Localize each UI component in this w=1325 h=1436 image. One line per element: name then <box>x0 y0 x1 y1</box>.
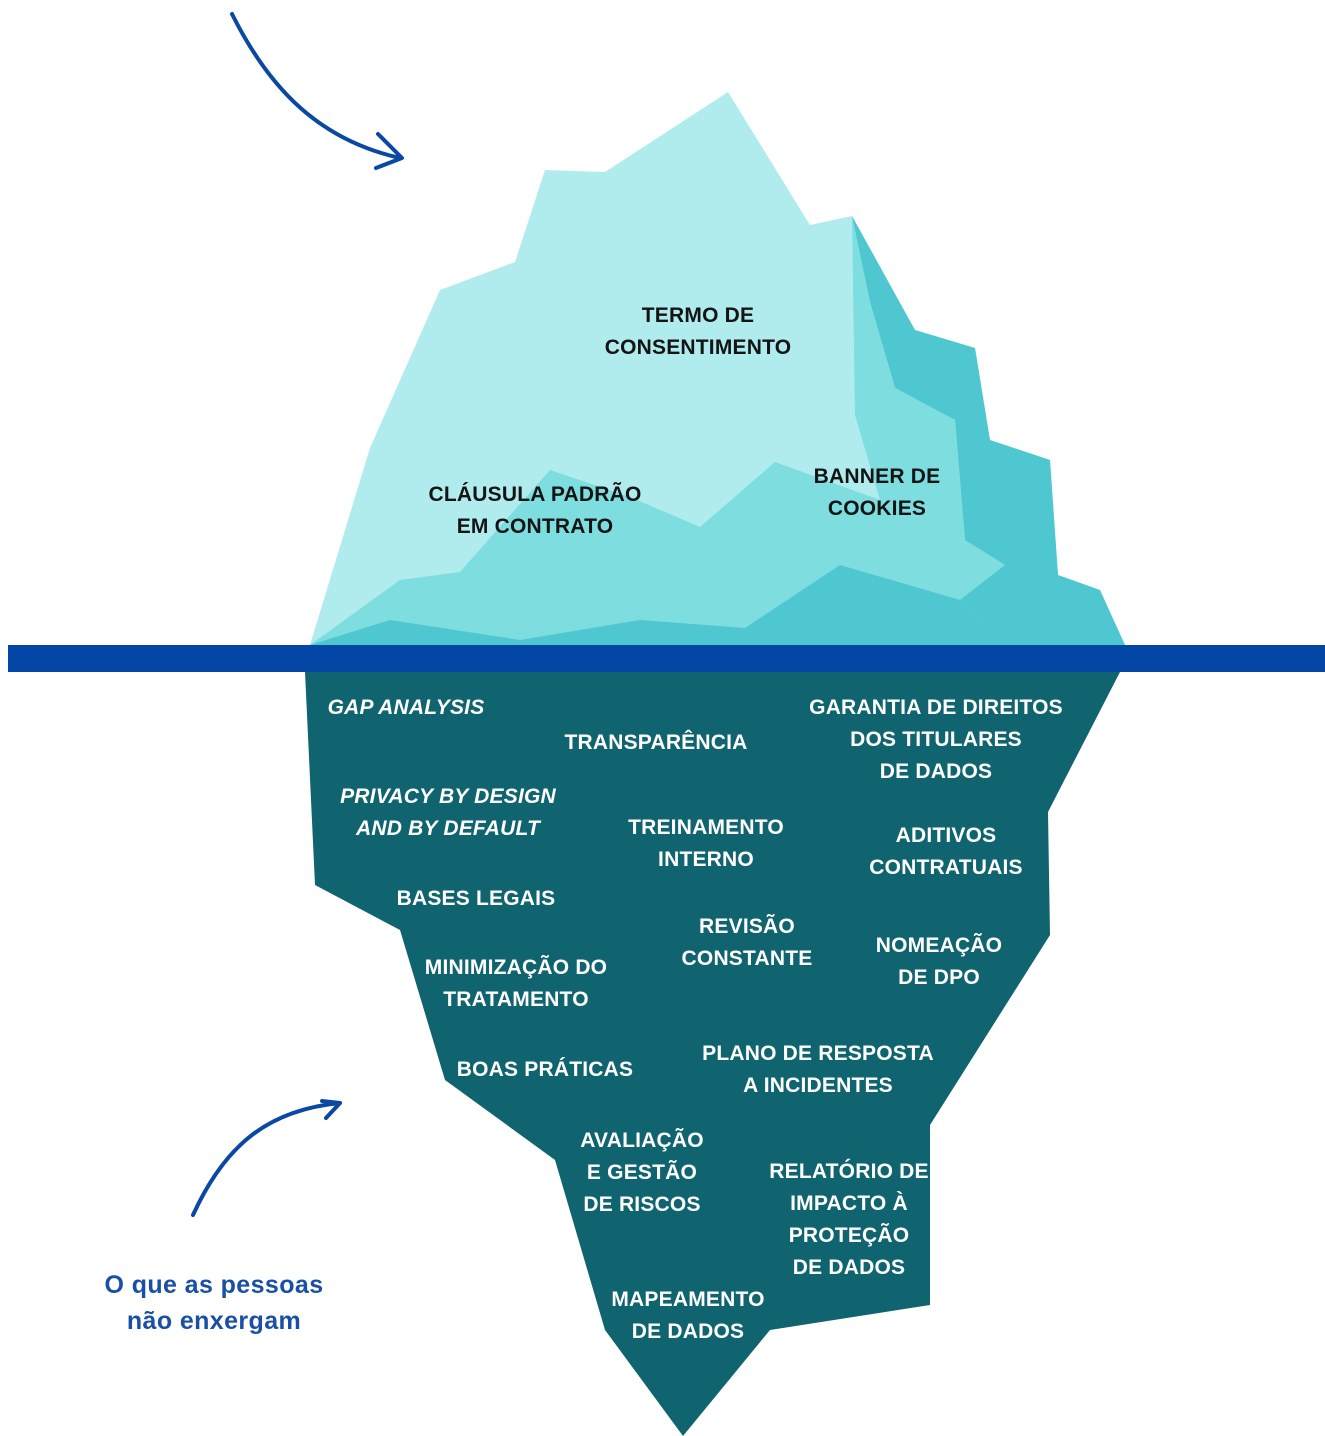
label-line: não enxergam <box>126 1307 302 1335</box>
label-line: CONTRATUAIS <box>869 856 1023 879</box>
label-line: EM CONTRATO <box>456 515 614 538</box>
water-line <box>8 645 1325 672</box>
arrow-curved-top-icon <box>230 12 404 170</box>
label-nomeacao-de-dpo: NOMEAÇÃO DE DPO <box>876 930 1002 994</box>
label-aditivos-contratuais: ADITIVOS CONTRATUAIS <box>869 820 1022 884</box>
label-termo-de-consentimento: TERMO DE CONSENTIMENTO <box>605 300 792 364</box>
label-line: DE RISCOS <box>583 1193 701 1216</box>
arrow-curved-bottom-icon <box>191 1099 342 1217</box>
label-plano-de-resposta: PLANO DE RESPOSTA A INCIDENTES <box>702 1038 934 1102</box>
label-garantia-de-direitos: GARANTIA DE DIREITOS DOS TITULARES DE DADO… <box>809 692 1063 788</box>
label-line: NOMEAÇÃO <box>875 934 1003 957</box>
label-line: BOAS PRÁTICAS <box>456 1058 634 1081</box>
label-bases-legais: BASES LEGAIS <box>397 883 556 915</box>
label-line: TREINAMENTO <box>628 816 784 839</box>
label-line: REVISÃO <box>699 915 795 938</box>
label-line: RELATÓRIO DE <box>769 1160 929 1183</box>
label-line: O que as pessoas <box>104 1271 324 1299</box>
label-line: AND BY DEFAULT <box>355 817 541 840</box>
label-line: PROTEÇÃO <box>788 1224 910 1247</box>
label-line: MINIMIZAÇÃO DO <box>424 956 608 979</box>
iceberg-tip-facet <box>852 216 1125 645</box>
label-line: A INCIDENTES <box>743 1074 893 1097</box>
label-transparencia: TRANSPARÊNCIA <box>564 727 747 759</box>
iceberg-tip-facet <box>310 565 1000 645</box>
label-line: COOKIES <box>827 497 927 520</box>
label-line: DE DADOS <box>631 1320 745 1343</box>
iceberg-underwater <box>305 672 1120 1436</box>
label-line: MAPEAMENTO <box>611 1288 765 1311</box>
label-minimizacao-do-tratamento: MINIMIZAÇÃO DO TRATAMENTO <box>425 952 607 1016</box>
label-gap-analysis: GAP ANALYSIS <box>328 692 485 724</box>
label-line: CONSTANTE <box>681 947 813 970</box>
label-line: CONSENTIMENTO <box>604 336 792 359</box>
label-revisao-constante: REVISÃO CONSTANTE <box>682 911 813 975</box>
label-line: PRIVACY BY DESIGN <box>340 785 556 808</box>
label-line: DE DPO <box>898 966 980 989</box>
label-relatorio-de-impacto: RELATÓRIO DE IMPACTO À PROTEÇÃO DE DADOS <box>769 1156 929 1284</box>
label-line: IMPACTO À <box>790 1192 908 1215</box>
label-line: TRATAMENTO <box>443 988 589 1011</box>
label-clausula-padrao: CLÁUSULA PADRÃO EM CONTRATO <box>429 479 642 543</box>
label-mapeamento-de-dados: MAPEAMENTO DE DADOS <box>611 1284 764 1348</box>
label-line: GARANTIA DE DIREITOS <box>809 696 1063 719</box>
label-avaliacao-e-gestao-de-riscos: AVALIAÇÃO E GESTÃO DE RISCOS <box>580 1125 704 1221</box>
label-line: ADITIVOS <box>895 824 997 847</box>
label-line: BANNER DE <box>813 465 941 488</box>
label-line: GAP ANALYSIS <box>327 696 485 719</box>
label-privacy-by-design: PRIVACY BY DESIGN AND BY DEFAULT <box>340 781 556 845</box>
label-line: DOS TITULARES <box>850 728 1022 751</box>
label-line: CLÁUSULA PADRÃO <box>428 483 642 506</box>
label-line: PLANO DE RESPOSTA <box>702 1042 934 1065</box>
label-line: TRANSPARÊNCIA <box>564 731 748 754</box>
label-line: DE DADOS <box>879 760 993 783</box>
label-line: INTERNO <box>658 848 754 871</box>
label-boas-praticas: BOAS PRÁTICAS <box>457 1054 633 1086</box>
label-line: E GESTÃO <box>586 1161 698 1184</box>
label-line: AVALIAÇÃO <box>580 1129 704 1152</box>
iceberg-tip-facet <box>852 216 965 540</box>
label-banner-de-cookies: BANNER DE COOKIES <box>814 461 941 525</box>
label-line: BASES LEGAIS <box>396 887 556 910</box>
caption-o-que-as-pessoas-nao-enxergam: O que as pessoas não enxergam <box>105 1267 324 1339</box>
label-line: DE DADOS <box>792 1256 906 1279</box>
label-treinamento-interno: TREINAMENTO INTERNO <box>628 812 784 876</box>
label-line: TERMO DE <box>641 304 755 327</box>
